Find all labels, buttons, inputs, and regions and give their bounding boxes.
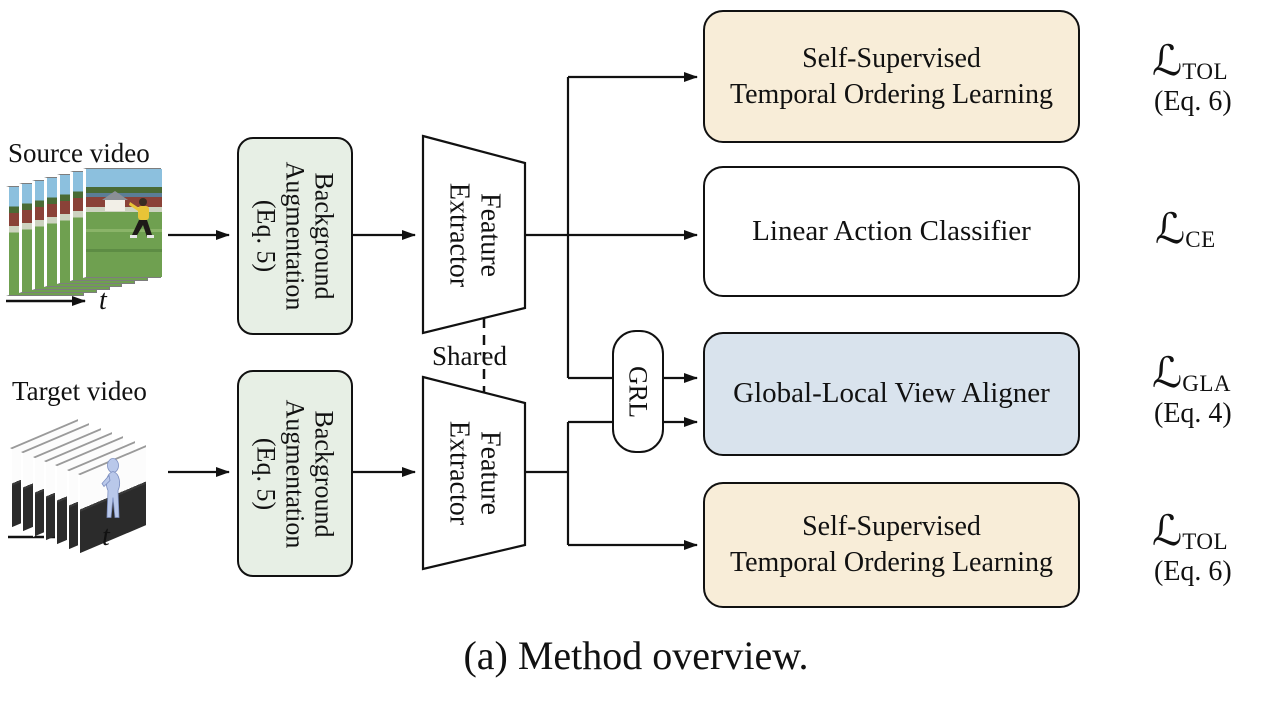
target-video-label: Target video	[12, 376, 147, 406]
target-time-axis-label: t	[102, 521, 110, 552]
shared-weights-label: Shared	[432, 341, 507, 371]
grl-label: GRL	[623, 365, 653, 418]
feature-extractor-target-shape	[421, 375, 527, 571]
linear-action-classifier-label: Linear Action Classifier	[752, 214, 1031, 247]
loss-symbol: ℒ	[1152, 506, 1183, 555]
global-local-view-aligner-label: Global-Local View Aligner	[733, 377, 1050, 410]
temporal-ordering-source-box: Self-Supervised Temporal Ordering Learni…	[703, 10, 1080, 143]
loss-subscript: TOL	[1182, 529, 1229, 554]
loss-subscript: CE	[1185, 227, 1216, 252]
feature-extractor-source-shape	[421, 134, 527, 335]
temporal-ordering-label-line1: Self-Supervised	[802, 42, 981, 74]
video-frame	[78, 445, 146, 554]
grl-box: GRL	[612, 330, 664, 453]
loss-ce: ℒ CE	[1155, 204, 1272, 253]
linear-action-classifier-box: Linear Action Classifier	[703, 166, 1080, 297]
background-augmentation-eq: (Eq. 5)	[251, 437, 281, 510]
background-augmentation-target-box: Background Augmentation (Eq. 5)	[237, 370, 353, 577]
loss-subscript: GLA	[1182, 371, 1232, 396]
loss-tol-bottom: ℒ TOL (Eq. 6)	[1152, 510, 1272, 588]
loss-subscript: TOL	[1182, 59, 1229, 84]
background-augmentation-eq: (Eq. 5)	[251, 199, 281, 273]
background-augmentation-label: Augmentation	[280, 399, 310, 548]
video-frame	[83, 168, 162, 278]
loss-symbol: ℒ	[1152, 36, 1183, 85]
background-augmentation-label: Background	[309, 172, 339, 300]
figure-caption: (a) Method overview.	[463, 633, 809, 678]
temporal-ordering-label-line2: Temporal Ordering Learning	[729, 78, 1054, 110]
background-augmentation-label: Background	[309, 409, 339, 538]
source-frame-image	[86, 169, 162, 277]
loss-eq-ref: (Eq. 6)	[1154, 556, 1232, 587]
target-video-thumbnail	[10, 419, 160, 558]
target-frame-figure	[101, 458, 120, 518]
source-time-axis-label: t	[99, 285, 107, 316]
feature-extractor-target-label: Feature Extractor	[443, 420, 506, 526]
loss-tol-top: ℒ TOL (Eq. 6)	[1152, 40, 1272, 118]
temporal-ordering-label-line2: Temporal Ordering Learning	[729, 547, 1054, 578]
global-local-view-aligner-box: Global-Local View Aligner	[703, 332, 1080, 456]
feature-extractor-source-label: Feature Extractor	[443, 182, 506, 288]
temporal-ordering-target-box: Self-Supervised Temporal Ordering Learni…	[703, 482, 1080, 608]
temporal-ordering-label-line1: Self-Supervised	[802, 511, 981, 543]
loss-gla: ℒ GLA (Eq. 4)	[1152, 352, 1272, 430]
background-augmentation-source-box: Background Augmentation (Eq. 5)	[237, 137, 353, 335]
loss-eq-ref: (Eq. 4)	[1154, 398, 1232, 429]
background-augmentation-label: Augmentation	[280, 161, 310, 311]
loss-symbol: ℒ	[1155, 204, 1186, 253]
source-video-label: Source video	[8, 138, 150, 168]
loss-symbol: ℒ	[1152, 348, 1183, 397]
source-video-thumbnail	[6, 168, 166, 298]
loss-eq-ref: (Eq. 6)	[1154, 86, 1232, 117]
